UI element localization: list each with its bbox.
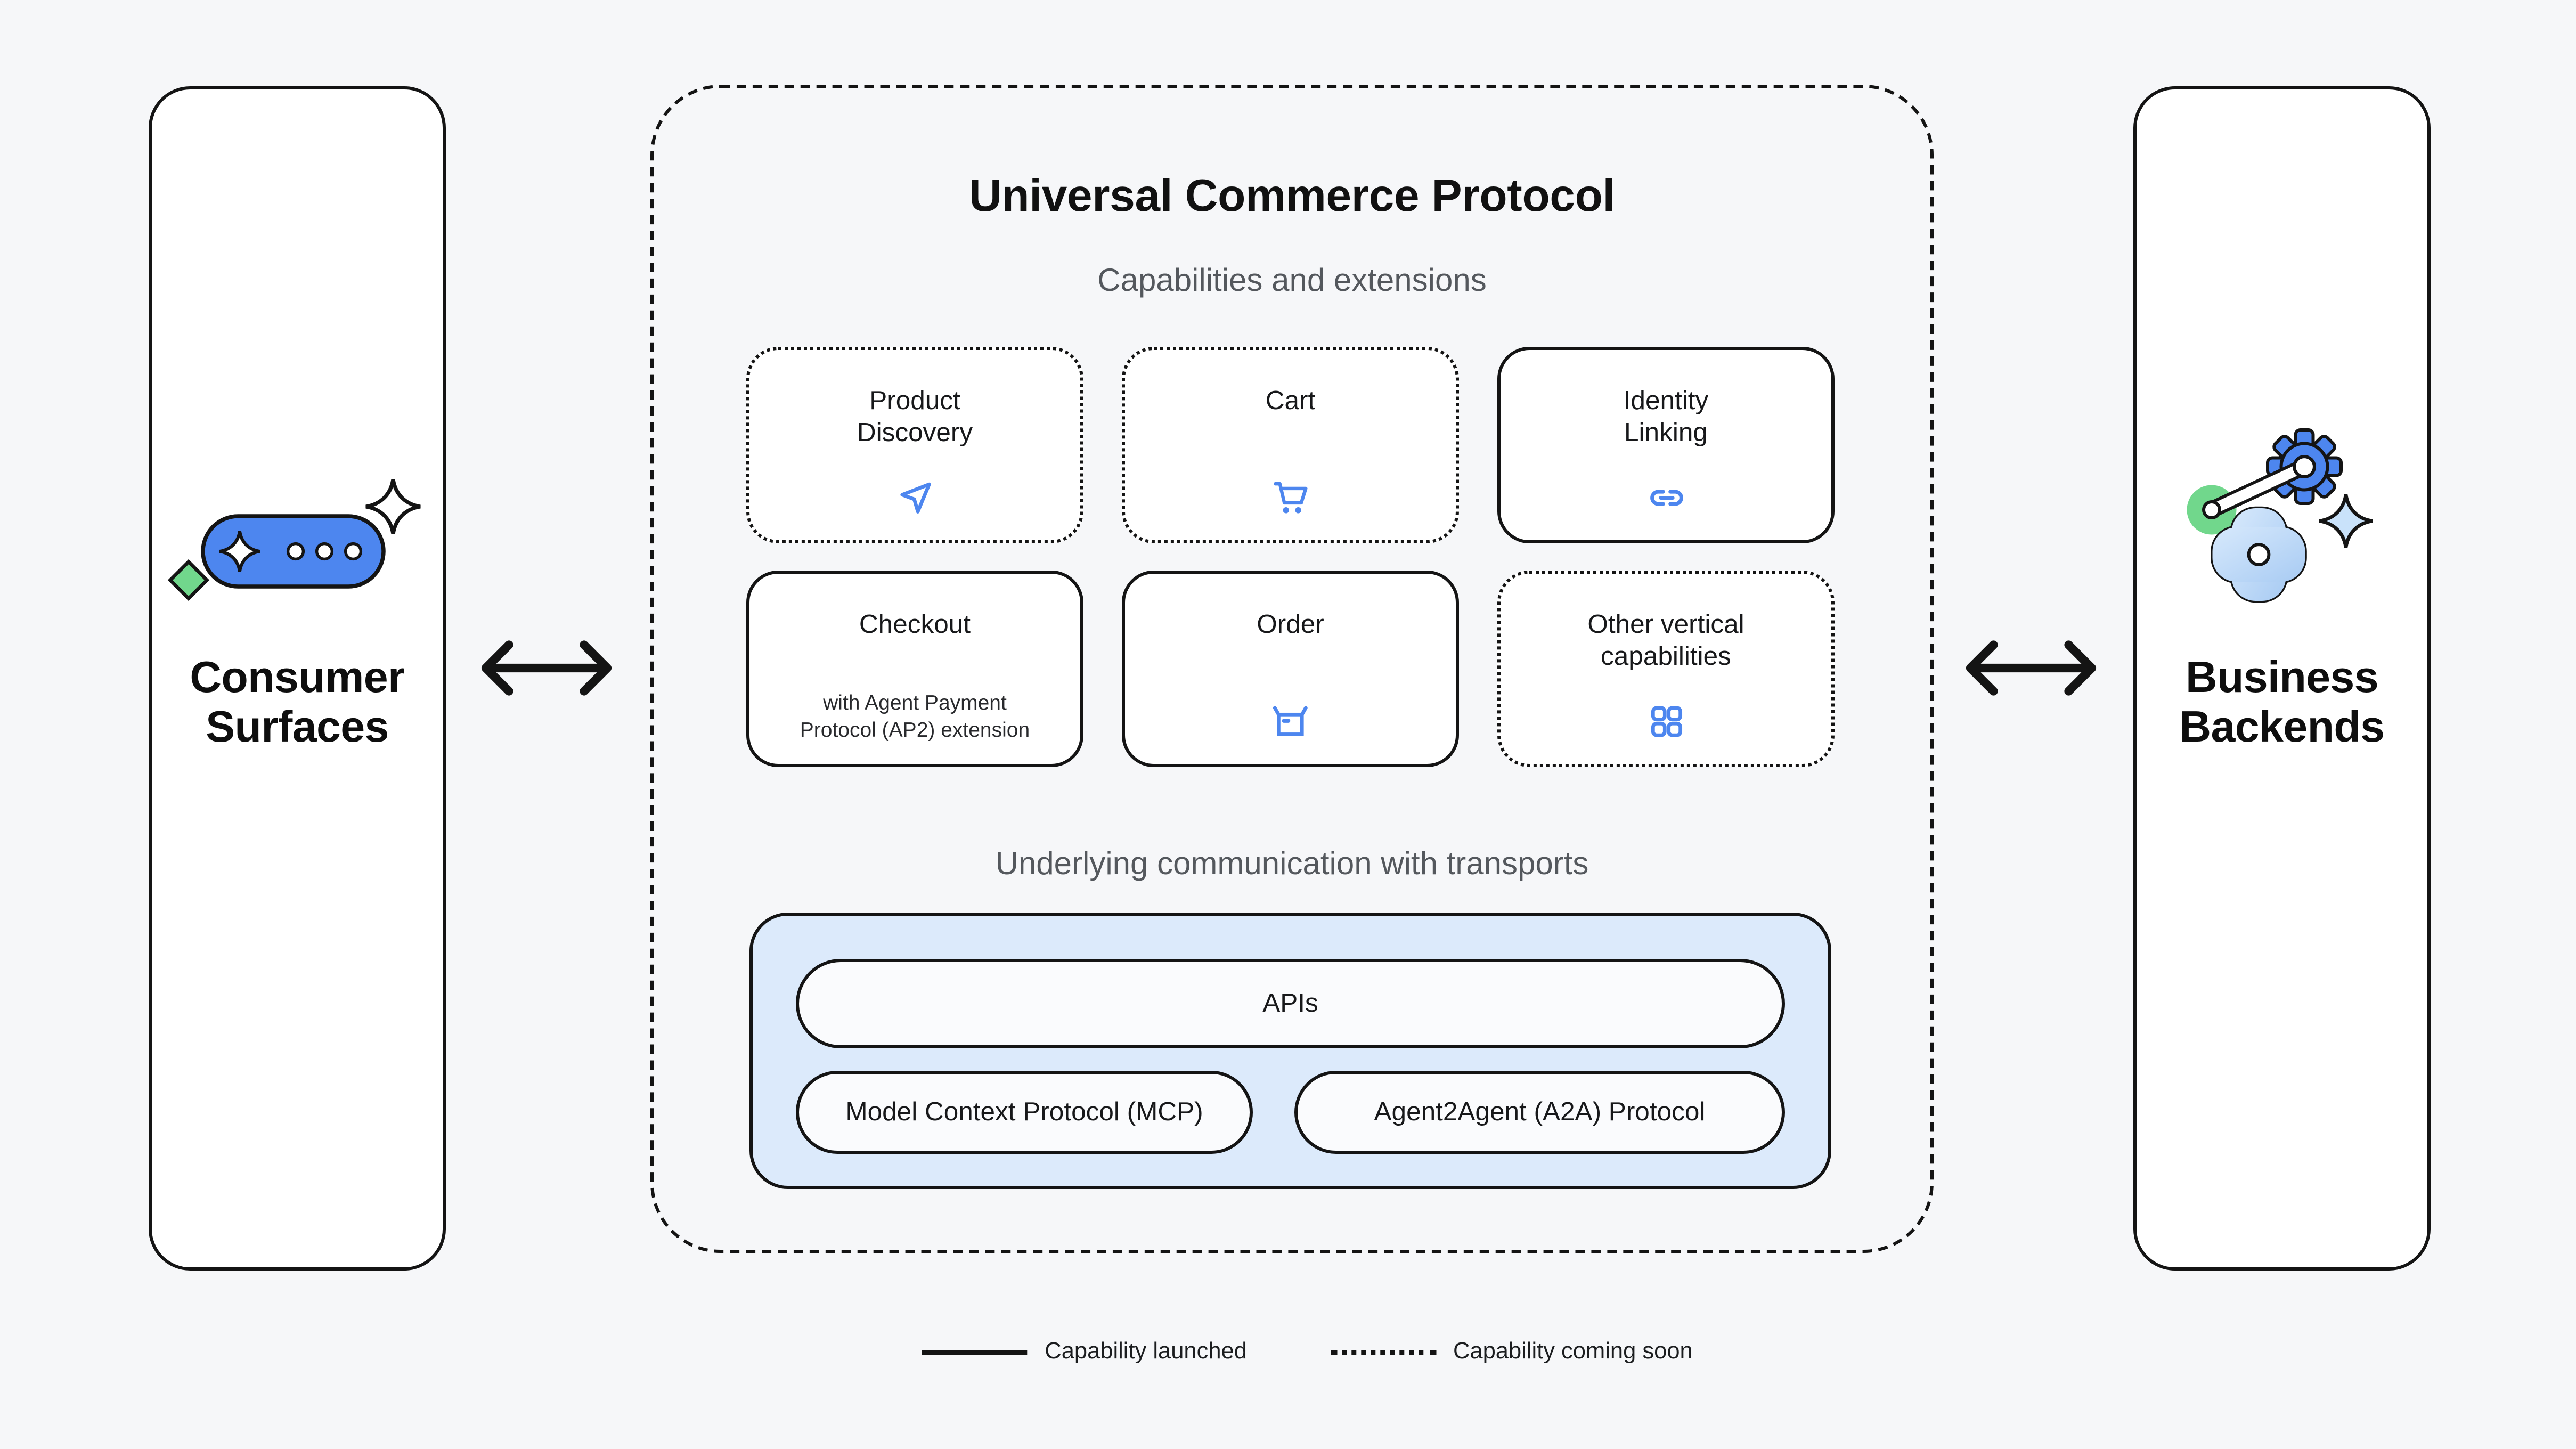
- consumer-surfaces-panel: Consumer Surfaces: [149, 86, 446, 1271]
- capability-label: Identity Linking: [1623, 387, 1709, 447]
- consumer-surfaces-title: Consumer Surfaces: [190, 652, 405, 751]
- sparkle-icon: [219, 531, 260, 572]
- capability-product-discovery: Product Discovery: [746, 347, 1083, 543]
- transports-heading: Underlying communication with transports: [995, 847, 1589, 882]
- capability-label: Checkout: [859, 610, 971, 639]
- capability-order: Order: [1122, 571, 1459, 767]
- capabilities-heading: Capabilities and extensions: [1097, 264, 1487, 299]
- capabilities-grid: Product Discovery Cart Identity Linking: [746, 347, 1835, 767]
- capability-label: Cart: [1265, 387, 1316, 416]
- business-backends-panel: Business Backends: [2133, 86, 2431, 1271]
- capability-label: Other vertical capabilities: [1587, 610, 1744, 671]
- page-title: Universal Commerce Protocol: [968, 171, 1616, 223]
- transport-apis: APIs: [796, 959, 1785, 1048]
- bidirectional-arrow-right-icon: [1966, 640, 2097, 696]
- green-diamond-shape: [167, 559, 210, 601]
- navigation-arrow-icon: [899, 482, 931, 514]
- sparkle-outline-icon: [365, 479, 421, 534]
- capability-sublabel: with Agent Payment Protocol (AP2) extens…: [800, 690, 1030, 742]
- capability-label: Order: [1257, 610, 1324, 639]
- transport-a2a: Agent2Agent (A2A) Protocol: [1294, 1071, 1785, 1154]
- transports-container: APIs Model Context Protocol (MCP) Agent2…: [749, 913, 1831, 1189]
- shopping-cart-icon: [1273, 482, 1307, 514]
- package-box-icon: [1272, 706, 1307, 736]
- grid-icon: [1650, 706, 1682, 737]
- capability-identity-linking: Identity Linking: [1497, 347, 1835, 543]
- business-backends-title: Business Backends: [2179, 652, 2385, 751]
- typing-dot: [286, 542, 305, 561]
- link-icon: [1649, 490, 1683, 506]
- sparkle-blue-icon: [2319, 494, 2373, 548]
- legend-launched-label: Capability launched: [1045, 1339, 1247, 1365]
- transport-row: Model Context Protocol (MCP) Agent2Agent…: [796, 1071, 1785, 1154]
- typing-dot: [344, 542, 363, 561]
- capability-checkout: Checkout with Agent Payment Protocol (AP…: [746, 571, 1083, 767]
- typing-dot: [315, 542, 334, 561]
- legend-solid-line: [922, 1349, 1028, 1355]
- legend-coming-soon-label: Capability coming soon: [1453, 1339, 1693, 1365]
- cross-shape: [2211, 506, 2307, 603]
- chat-pill-sparkle-illustration: [167, 479, 421, 601]
- ucp-container: Universal Commerce Protocol Capabilities…: [650, 85, 1934, 1253]
- capability-cart: Cart: [1122, 347, 1459, 543]
- legend: Capability launched Capability coming so…: [922, 1339, 1693, 1365]
- piston-rod-shape: [2202, 455, 2316, 519]
- capability-label: Product Discovery: [857, 387, 973, 447]
- capability-other-vertical: Other vertical capabilities: [1497, 571, 1835, 767]
- bidirectional-arrow-left-icon: [481, 640, 612, 696]
- legend-dotted-line: [1330, 1349, 1436, 1355]
- gear-automation-illustration: [2187, 428, 2373, 603]
- transport-mcp: Model Context Protocol (MCP): [796, 1071, 1253, 1154]
